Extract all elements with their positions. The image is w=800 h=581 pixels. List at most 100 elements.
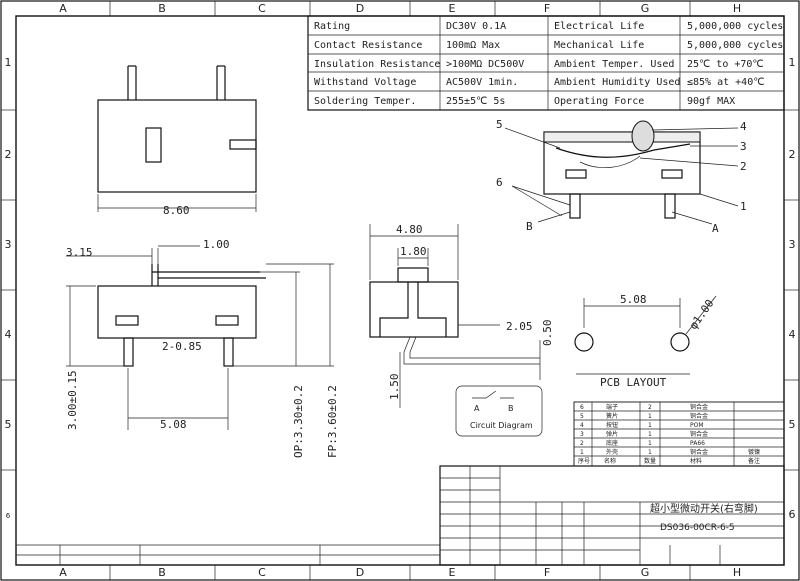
callout-b: B [526,220,533,233]
pcb-layout-title: PCB LAYOUT [600,376,667,389]
bom-row-5-name: 簧片 [606,412,618,420]
top-view: 8.60 [97,65,257,217]
col-label-h-top: H [733,2,741,15]
row-label-6-right: 6 [789,508,796,521]
dim-fp: FP:3.60±0.2 [326,385,339,458]
bom-row-5-no: 5 [580,413,584,420]
row-label-5-right: 5 [789,418,796,431]
col-label-e-bottom: E [449,566,456,579]
bom-header-name: 名称 [604,457,616,465]
pcb-dim-hole: φ1.00 [687,297,717,332]
col-label-g-bottom: G [641,566,650,579]
col-label-d-bottom: D [356,566,364,579]
bom-row-4-mat: POM [690,422,704,429]
spec-label-rating: Rating [314,21,350,32]
bom-row-6-qty: 2 [648,404,652,411]
bom-row-6-name: 端子 [606,403,618,411]
spec-table: Rating DC30V 0.1A Electrical Life 5,000,… [307,15,785,111]
row-label-3-left: 3 [5,238,12,251]
col-label-a-bottom: A [59,566,67,579]
bom-row-2-mat: PA66 [690,440,705,447]
spec-value-insulation: >100MΩ DC500V [446,59,524,70]
callout-1: 1 [740,200,747,213]
bom-row-4-name: 按钮 [606,421,618,429]
dim-op: OP:3.30±0.2 [292,385,305,458]
spec-value-withstand: AC500V 1min. [446,77,518,88]
spec-value-electrical-life: 5,000,000 cycles [687,21,783,32]
spec-value-soldering: 255±5℃ 5s [446,96,505,107]
bom-row-2-no: 2 [580,440,584,447]
spec-label-withstand: Withstand Voltage [314,77,416,88]
col-label-c-bottom: C [258,566,266,579]
bom-row-1-qty: 1 [648,449,652,456]
dim-8-60: 8.60 [163,204,190,217]
circuit-label-a: A [474,404,480,413]
row-label-2-right: 2 [789,148,796,161]
spec-label-electrical-life: Electrical Life [554,21,644,32]
spec-value-rating: DC30V 0.1A [446,21,506,32]
spec-value-operating-force: 90gf MAX [687,96,735,107]
row-label-4-left: 4 [5,328,12,341]
bom-header-qty: 数量 [644,457,656,465]
col-label-g-top: G [641,2,650,15]
bom-row-2-name: 底座 [606,439,618,447]
bom-row-3-no: 3 [580,431,584,438]
dim-2-05: 2.05 [506,320,533,333]
col-label-c-top: C [258,2,266,15]
col-label-b-top: B [158,2,166,15]
callout-5: 5 [496,118,503,131]
end-view: 4.80 1.80 2.05 0.50 1.50 [369,223,554,408]
circuit-diagram: A B Circuit Diagram [455,385,543,437]
pcb-layout: 5.08 φ1.00 PCB LAYOUT [574,293,717,389]
side-view: 3.15 1.00 2-0.85 5.08 3.00±0.15 OP:3.30±… [66,238,339,458]
dim-4-80: 4.80 [396,223,423,236]
bom-header-note: 备注 [748,457,760,465]
col-label-h-bottom: H [733,566,741,579]
spec-label-contact-resistance: Contact Resistance [314,40,422,51]
bom-row-3-mat: 铜合金 [690,430,708,438]
spec-label-humidity: Ambient Humidity Used [554,77,680,88]
spec-label-mechanical-life: Mechanical Life [554,40,644,51]
dim-1-80: 1.80 [400,245,427,258]
dim-3-00: 3.00±0.15 [66,370,79,430]
spec-value-contact-resistance: 100mΩ Max [446,40,500,51]
callout-6: 6 [496,176,503,189]
spec-label-ambient-temp: Ambient Temper. Used [554,59,674,70]
dim-1-50: 1.50 [388,374,401,401]
dim-1-00: 1.00 [203,238,230,251]
callout-4: 4 [740,120,747,133]
spec-value-ambient-temp: 25℃ to +70℃ [687,59,764,70]
title-block-name: 超小型微动开关(右弯脚) [650,502,758,515]
col-label-e-top: E [449,2,456,15]
row-label-4-right: 4 [789,328,796,341]
row-label-6-left: 6 [6,512,11,520]
pcb-dim-5-08: 5.08 [620,293,647,306]
bom-header-mat: 材料 [690,457,702,465]
bom-row-1-name: 外壳 [606,448,618,456]
spec-label-insulation: Insulation Resistance [314,59,440,70]
bom-row-4-no: 4 [580,422,584,429]
row-label-2-left: 2 [5,148,12,161]
dim-3-15: 3.15 [66,246,93,259]
col-label-d-top: D [356,2,364,15]
bom-row-6-mat: 铜合金 [690,403,708,411]
bom-row-6-no: 6 [580,404,584,411]
col-label-b-bottom: B [158,566,166,579]
bom-row-5-mat: 铜合金 [690,412,708,420]
dim-5-08-side: 5.08 [160,418,187,431]
bom-row-2-qty: 1 [648,440,652,447]
spec-value-humidity: ≤85% at +40℃ [687,77,764,88]
bom-table: 6 端子 2 铜合金 5 簧片 1 铜合金 4 按钮 1 POM 3 弹片 1 … [573,401,785,467]
title-block: 超小型微动开关(右弯脚) DS036-00CR-6-5 [16,465,785,566]
bom-row-3-name: 弹片 [606,430,618,438]
row-label-5-left: 5 [5,418,12,431]
title-block-code: DS036-00CR-6-5 [660,523,735,533]
bom-row-1-note: 镀镍 [748,448,760,456]
callout-a: A [712,222,719,235]
bom-header-no: 序号 [578,457,590,465]
spec-label-operating-force: Operating Force [554,96,644,107]
spec-label-soldering: Soldering Temper. [314,96,416,107]
